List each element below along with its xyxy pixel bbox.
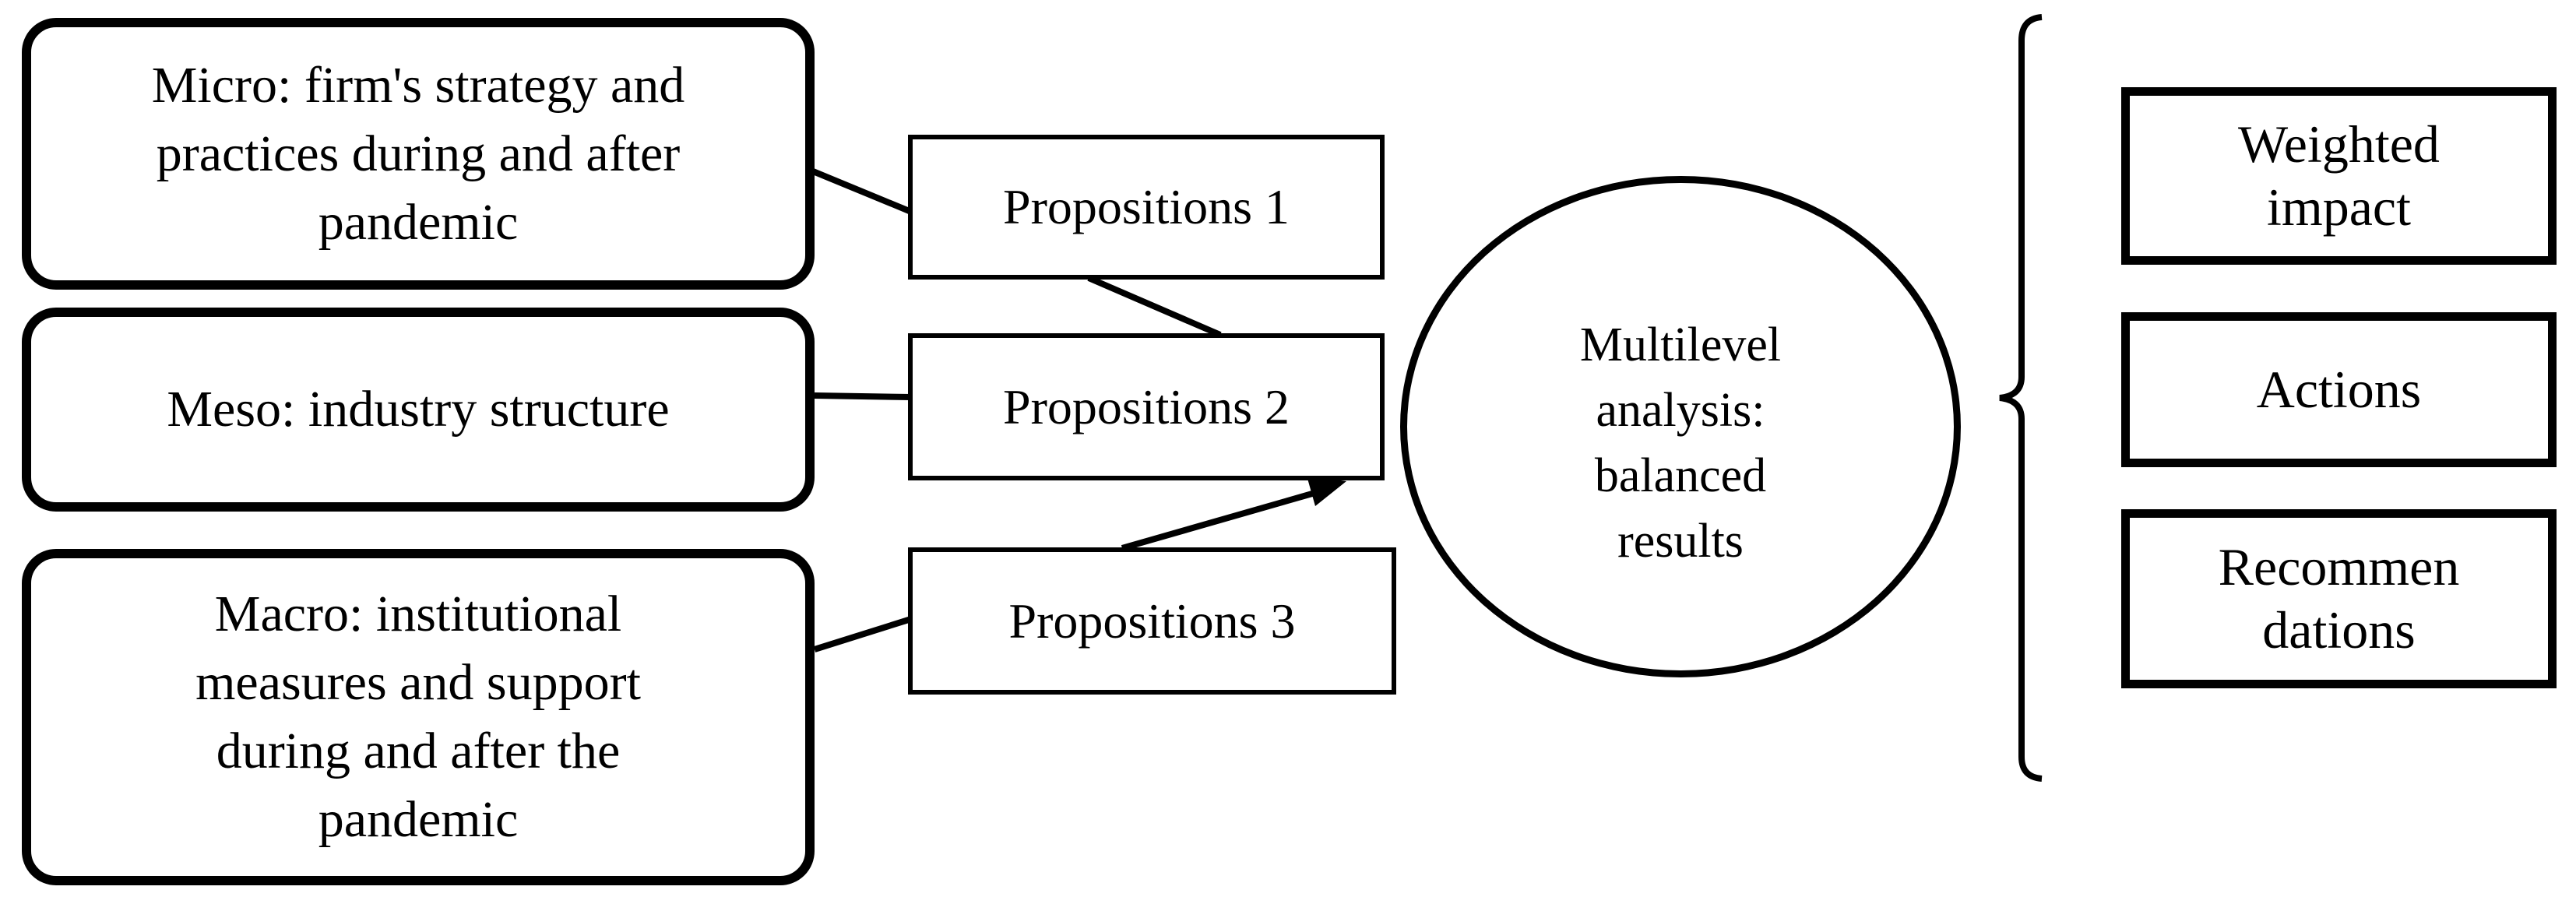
weighted-impact-box: Weighted impact xyxy=(2121,87,2557,265)
recommendations-label-line1: Recommen xyxy=(2218,537,2460,596)
multilevel-analysis-ellipse: Multilevel analysis: balanced results xyxy=(1400,176,1961,677)
analysis-label-line4: results xyxy=(1617,515,1744,568)
analysis-label-line2: analysis: xyxy=(1596,384,1765,437)
connector-macro-to-prop3 xyxy=(813,616,913,652)
connector-prop3-to-prop2-arrow-shaft xyxy=(1121,489,1319,551)
macro-level-label-line2: measures and support xyxy=(195,654,641,711)
actions-box: Actions xyxy=(2121,312,2557,467)
micro-level-label-line3: pandemic xyxy=(318,193,519,251)
meso-level-label: Meso: industry structure xyxy=(167,381,670,438)
propositions-3-label: Propositions 3 xyxy=(1008,593,1296,649)
output-brace xyxy=(1999,14,2043,782)
macro-level-label-line1: Macro: institutional xyxy=(214,586,622,642)
analysis-label-line3: balanced xyxy=(1594,449,1767,502)
micro-level-box: Micro: firm's strategy and practices dur… xyxy=(22,18,815,290)
macro-level-box: Macro: institutional measures and suppor… xyxy=(22,549,815,885)
propositions-3-box: Propositions 3 xyxy=(908,547,1396,695)
actions-label: Actions xyxy=(2256,360,2422,419)
micro-level-label-line1: Micro: firm's strategy and xyxy=(151,56,685,114)
recommendations-box: Recommen dations xyxy=(2121,509,2557,688)
connector-prop1-to-prop2 xyxy=(1087,275,1222,338)
micro-level-label-line2: practices during and after xyxy=(156,125,681,182)
analysis-label-line1: Multilevel xyxy=(1579,318,1782,371)
weighted-impact-label-line2: impact xyxy=(2266,178,2412,237)
propositions-2-label: Propositions 2 xyxy=(1002,378,1290,434)
recommendations-label-line2: dations xyxy=(2262,600,2416,660)
meso-level-box: Meso: industry structure xyxy=(22,308,815,512)
macro-level-label-line4: pandemic xyxy=(318,791,519,848)
propositions-1-box: Propositions 1 xyxy=(908,135,1385,280)
propositions-2-box: Propositions 2 xyxy=(908,333,1385,480)
connector-micro-to-prop1 xyxy=(811,168,913,215)
macro-level-label-line3: during and after the xyxy=(216,723,621,779)
weighted-impact-label-line1: Weighted xyxy=(2238,114,2440,174)
connector-meso-to-prop2 xyxy=(814,392,912,400)
propositions-1-label: Propositions 1 xyxy=(1002,179,1290,234)
